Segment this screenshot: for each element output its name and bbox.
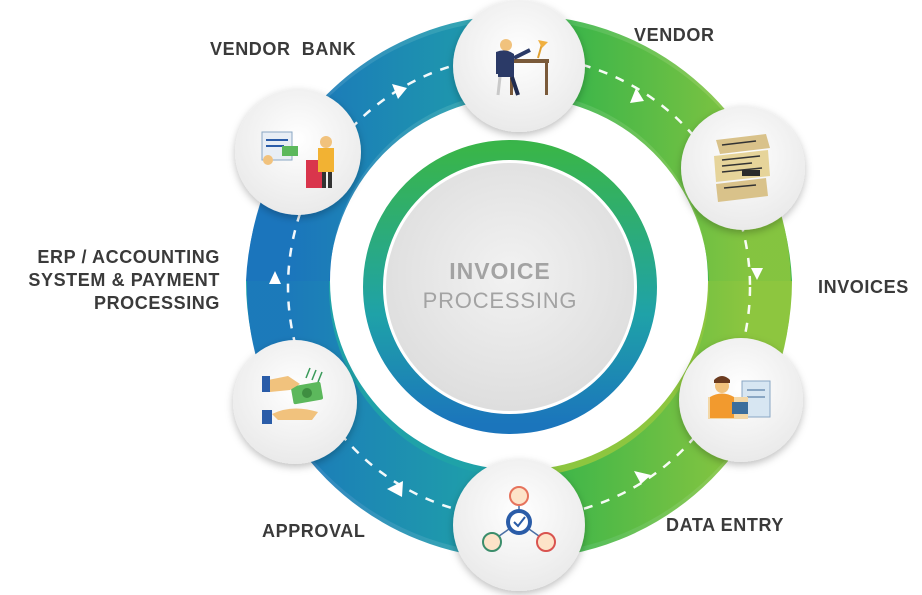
label-line: SYSTEM & PAYMENT [28, 270, 220, 290]
label-line: VENDOR BANK [210, 39, 357, 59]
node-vendor [453, 0, 585, 132]
label-line: DATA ENTRY [666, 515, 784, 535]
invoice-documents-icon [714, 134, 770, 202]
stage-label-erp-accounting: ERP / ACCOUNTING SYSTEM & PAYMENT PROCES… [28, 246, 220, 315]
inner-ring [363, 140, 657, 434]
stage-label-vendor: VENDOR [634, 24, 715, 47]
label-line: VENDOR [634, 25, 715, 45]
arrow-to-vendor-bank [269, 271, 281, 284]
stage-label-vendor-bank: VENDOR BANK [210, 38, 356, 61]
center-title: INVOICE [449, 258, 551, 284]
payment-handover-icon [262, 367, 324, 424]
center-disk [386, 163, 634, 411]
center-subtitle: PROCESSING [422, 288, 578, 313]
businessman-at-desk-icon [496, 39, 549, 96]
stage-label-data-entry: DATA ENTRY [666, 514, 784, 537]
bank-teller-icon [261, 131, 334, 188]
arrow-to-erp [387, 481, 403, 497]
stage-label-approval: APPROVAL [262, 520, 365, 543]
stage-label-invoices: INVOICES [818, 276, 909, 299]
label-line: PROCESSING [93, 293, 220, 313]
label-line: INVOICES [818, 277, 909, 297]
arrow-to-vendor [392, 84, 407, 99]
label-line: ERP / ACCOUNTING [37, 247, 220, 267]
approval-network-icon [482, 486, 556, 552]
center-hub [363, 140, 657, 434]
arrow-to-data-entry [751, 268, 763, 280]
arrow-to-invoices [630, 88, 644, 103]
arrow-to-approval [634, 471, 651, 484]
data-entry-clerk-icon [708, 376, 771, 419]
label-line: APPROVAL [262, 521, 366, 541]
